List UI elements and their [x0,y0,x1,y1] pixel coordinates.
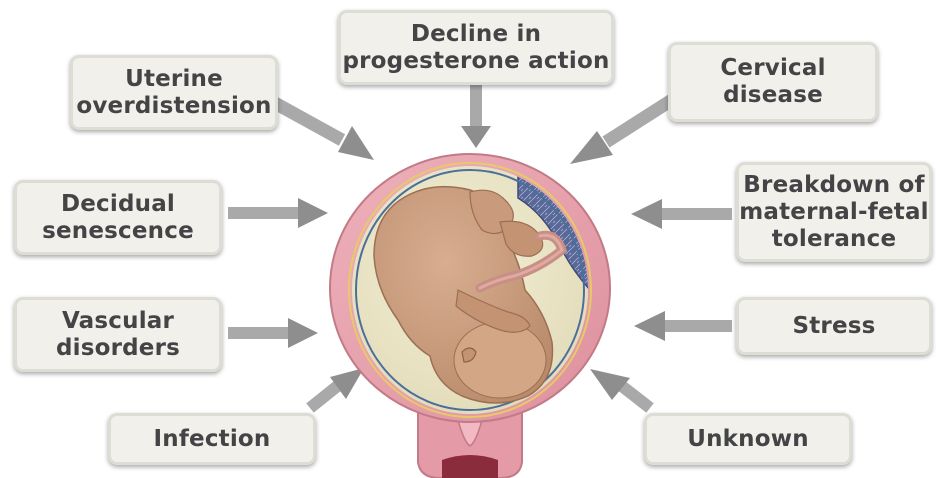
label-line: maternal-fetal [739,199,929,226]
arrow-infection [310,368,364,408]
arrow-decidual-senescence [228,198,328,228]
label-line: Decidual [61,191,175,218]
label-vascular-disorders: Vascular disorders [14,297,222,372]
label-decidual-senescence: Decidual senescence [14,180,222,255]
arrow-cervical-disease [570,98,675,164]
label-uterine-overdistension: Uterine overdistension [70,55,278,130]
label-breakdown-of-maternal-fetal-tolerance: Breakdown of maternal-fetal tolerance [736,162,932,262]
label-line: Unknown [687,426,809,453]
label-line: tolerance [772,226,897,253]
label-decline-in-progesterone-action: Decline in progesterone action [338,10,614,85]
label-unknown: Unknown [644,413,852,465]
label-cervical-disease: Cervical disease [668,42,878,122]
label-line: progesterone action [342,48,609,75]
label-line: Uterine [125,66,223,93]
label-line: Decline in [411,21,541,48]
label-line: Stress [792,313,875,340]
label-line: disease [723,82,823,109]
arrow-uterine-overdistension [273,102,374,160]
arrow-stress [634,311,732,341]
uterus-illustration [330,154,610,478]
label-line: Infection [153,426,270,453]
label-infection: Infection [108,413,316,465]
label-line: senescence [42,218,194,245]
label-stress: Stress [736,297,932,355]
label-line: Cervical [720,55,825,82]
label-line: overdistension [76,93,271,120]
label-line: disorders [56,335,180,362]
vaginal-canal [442,455,498,478]
label-line: Vascular [62,308,174,335]
arrow-breakdown [631,199,732,229]
arrow-unknown [590,369,650,408]
label-line: Breakdown of [743,172,924,199]
arrow-vascular-disorders [228,318,318,348]
arrow-progesterone [461,84,491,148]
